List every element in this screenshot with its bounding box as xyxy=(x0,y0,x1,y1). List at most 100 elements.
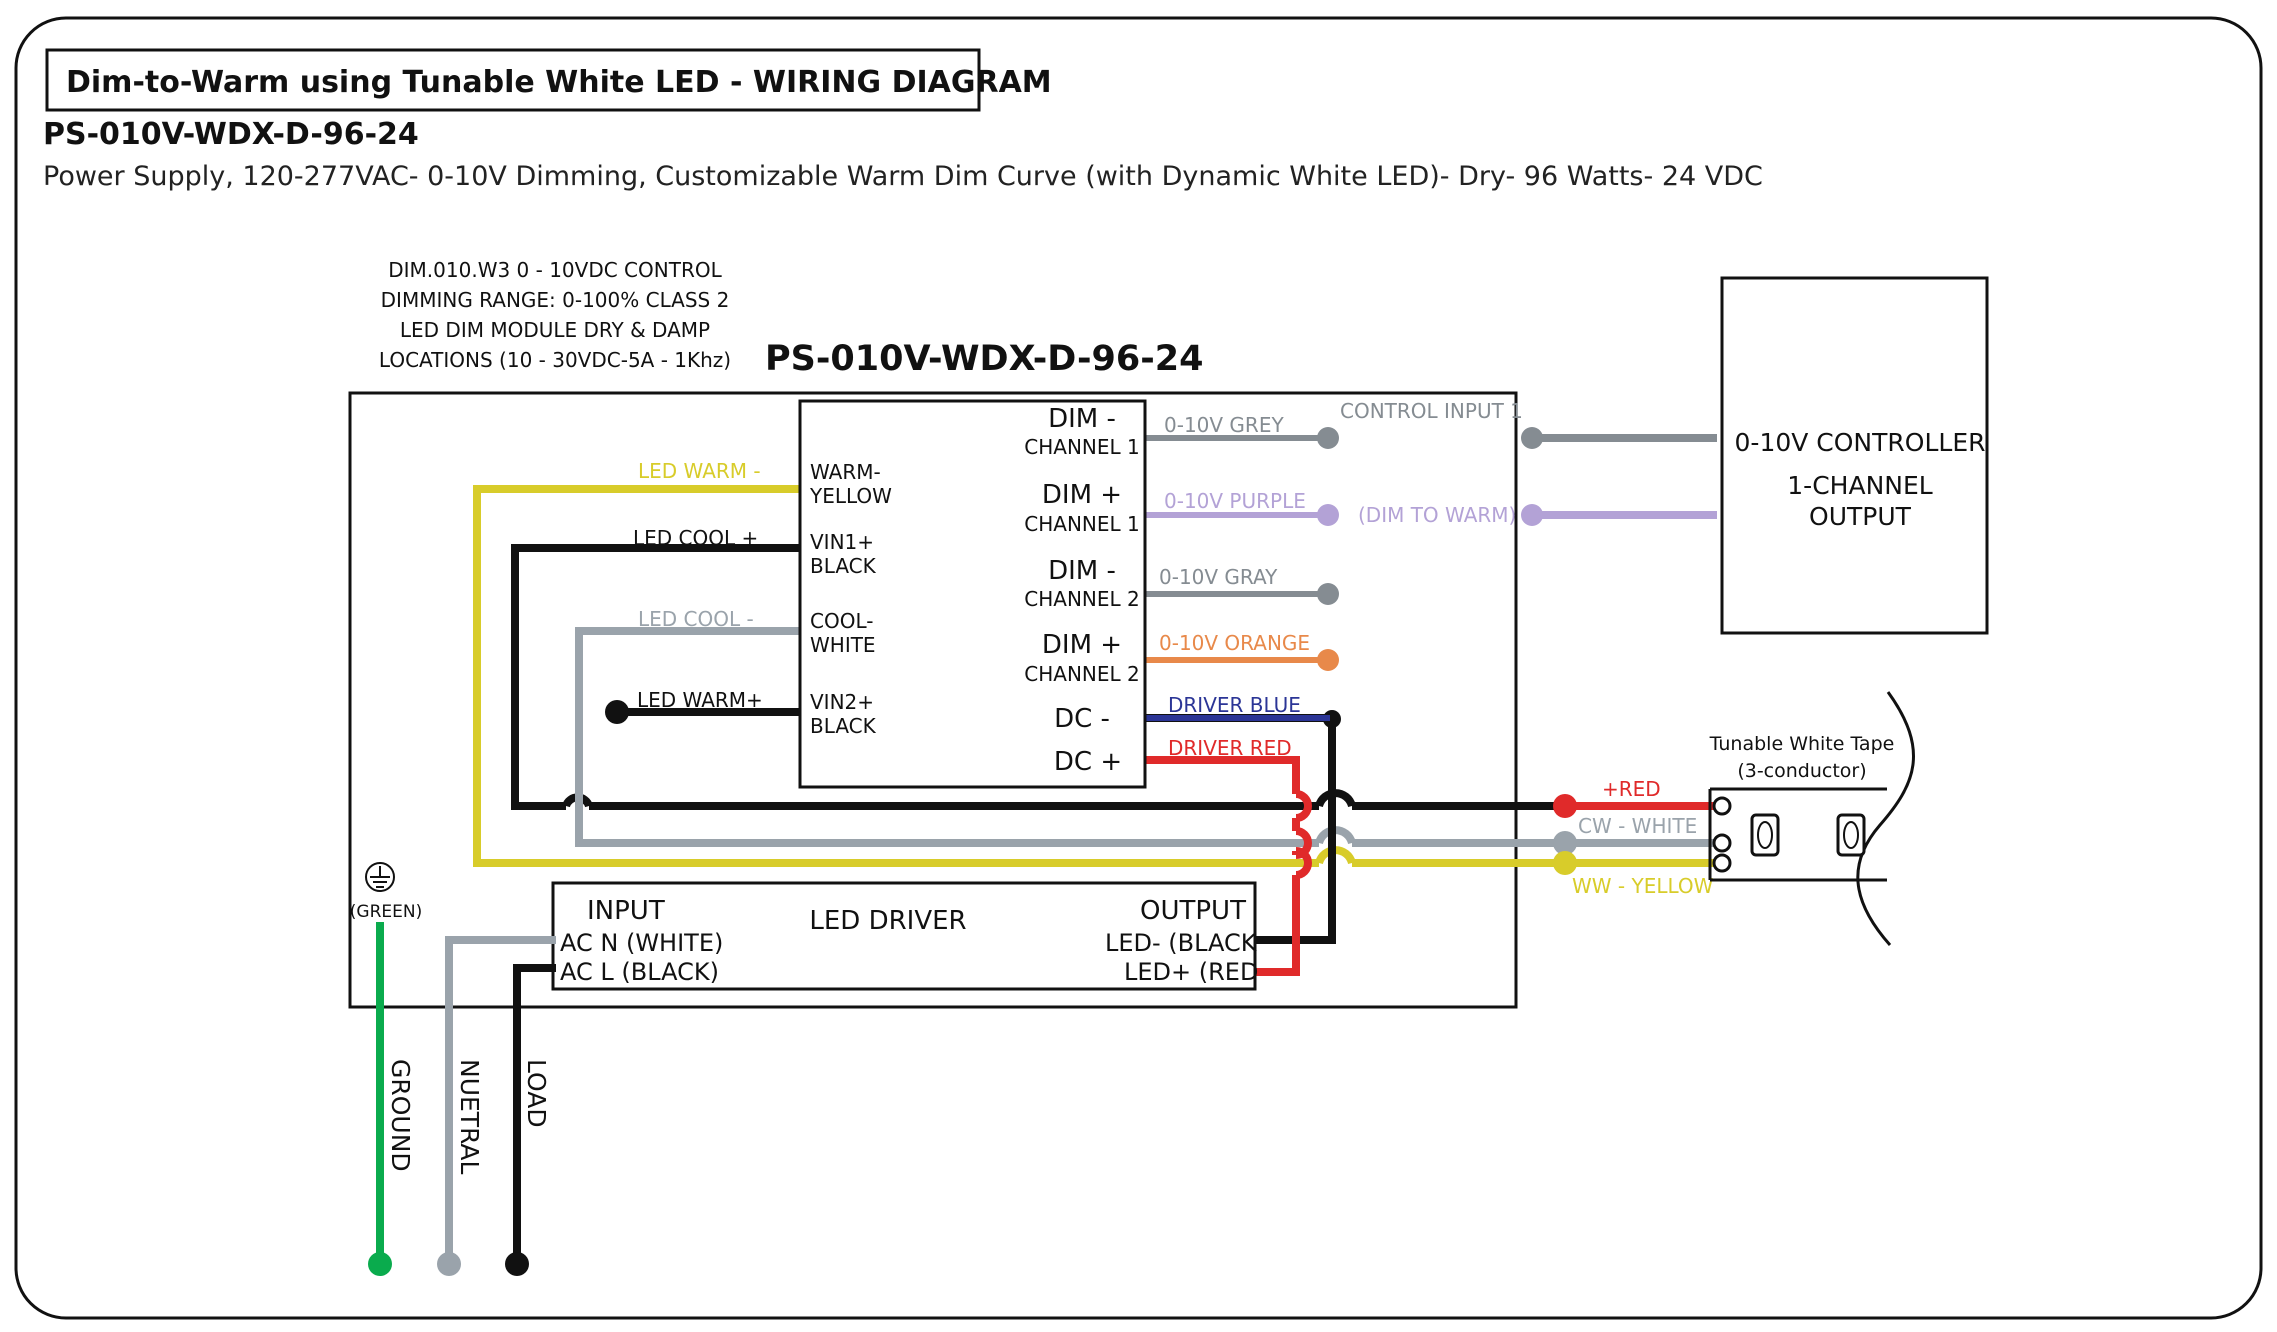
led-chip-icon xyxy=(1843,821,1859,849)
terminal-label: CHANNEL 1 xyxy=(1024,512,1139,536)
load-wire xyxy=(513,964,556,1264)
load-label: LOAD xyxy=(522,1059,551,1128)
terminal-label: CHANNEL 2 xyxy=(1024,587,1139,611)
terminal-label: DIM + xyxy=(1042,480,1122,510)
driver-title: LED DRIVER xyxy=(809,906,966,936)
tape-contact xyxy=(1712,796,1732,816)
driver-output-pos: LED+ (RED xyxy=(1124,958,1258,986)
driver-output-label: OUTPUT xyxy=(1140,896,1246,926)
wire-terminal-dot xyxy=(1317,504,1339,526)
tape-label: (3-conductor) xyxy=(1737,760,1866,782)
terminal-label: COOL- xyxy=(810,609,873,633)
ground-label: GROUND xyxy=(386,1059,415,1172)
module-spec: DIM.010.W3 0 - 10VDC CONTROL DIMMING RAN… xyxy=(379,258,731,372)
led-chip-icon xyxy=(1836,813,1866,857)
module-spec-line: LED DIM MODULE DRY & DAMP xyxy=(400,318,710,342)
red-dc-wire xyxy=(1255,875,1300,976)
gray-wire xyxy=(575,627,1570,847)
controller-line: 0-10V CONTROLLER xyxy=(1735,428,1986,457)
terminal-label: CHANNEL 1 xyxy=(1024,435,1139,459)
wire-label: DRIVER RED xyxy=(1168,736,1292,760)
wire-label: (DIM TO WARM) xyxy=(1358,503,1516,527)
wire-terminal-dot xyxy=(437,1252,461,1276)
terminal-label: CHANNEL 2 xyxy=(1024,662,1139,686)
wire-label: 0-10V GRAY xyxy=(1159,565,1278,589)
diagram-title: Dim-to-Warm using Tunable White LED - WI… xyxy=(66,65,1052,100)
wire-label: 0-10V GREY xyxy=(1164,413,1284,437)
terminal-label: BLACK xyxy=(810,714,877,738)
wire-label: DRIVER BLUE xyxy=(1168,693,1301,717)
wire-label: +RED xyxy=(1602,777,1661,801)
wire-label: CONTROL INPUT 1 xyxy=(1340,399,1523,423)
red-wire-hop xyxy=(1295,790,1312,822)
driver-input-n: AC N (WHITE) xyxy=(560,929,723,957)
wire-terminal-dot xyxy=(505,1252,529,1276)
module-spec-line: LOCATIONS (10 - 30VDC-5A - 1Khz) xyxy=(379,348,731,372)
wire-terminal-dot xyxy=(368,1252,392,1276)
wire-label: CW - WHITE xyxy=(1578,814,1697,838)
ground-icon xyxy=(365,862,395,892)
terminal-label: BLACK xyxy=(810,554,877,578)
wire-terminal-dot xyxy=(1317,583,1339,605)
outer-frame xyxy=(14,16,2263,1320)
wire-terminal-dot xyxy=(1323,710,1341,728)
wire-label: LED WARM - xyxy=(638,459,761,483)
led-chip-icon xyxy=(1757,821,1773,849)
enclosure-title: PS-010V-WDX-D-96-24 xyxy=(765,339,1203,379)
module-right-terminals: DIM - CHANNEL 1 DIM + CHANNEL 1 DIM - CH… xyxy=(1024,404,1139,777)
terminal-label: VIN1+ xyxy=(810,530,874,554)
wire-label: 0-10V PURPLE xyxy=(1164,489,1306,513)
led-driver-box xyxy=(551,881,1257,991)
neutral-wire xyxy=(445,936,556,1264)
terminal-label: VIN2+ xyxy=(810,690,874,714)
controller-line: OUTPUT xyxy=(1809,502,1912,531)
tape-label: Tunable White Tape xyxy=(1709,733,1895,755)
terminal-label: DC - xyxy=(1054,704,1110,734)
wire-terminal-dot xyxy=(1521,427,1543,449)
tape-cut-edge xyxy=(1856,691,1915,946)
terminal-label: DIM + xyxy=(1042,630,1122,660)
controller-line: 1-CHANNEL xyxy=(1787,471,1932,500)
tunable-white-tape: Tunable White Tape (3-conductor) xyxy=(1708,691,1915,946)
wire-label: LED WARM+ xyxy=(637,688,763,712)
driver-output-neg: LED- (BLACK xyxy=(1105,929,1258,957)
red-wire-hop xyxy=(1295,847,1312,879)
terminal-label: DC + xyxy=(1054,747,1122,777)
terminal-label: DIM - xyxy=(1048,556,1116,586)
black-wire xyxy=(511,544,800,810)
wire-label: WW - YELLOW xyxy=(1572,874,1714,898)
terminal-label: WHITE xyxy=(810,633,876,657)
led-chip-icon xyxy=(1750,813,1780,857)
neutral-label: NUETRAL xyxy=(455,1059,484,1175)
dim-module-box xyxy=(798,399,1147,789)
terminal-label: DIM - xyxy=(1048,404,1116,434)
ground-symbol-label: (GREEN) xyxy=(350,902,422,922)
module-left-terminals: WARM- YELLOW VIN1+ BLACK COOL- WHITE VIN… xyxy=(809,460,892,738)
wire-terminal-dot xyxy=(1317,649,1339,671)
driver-input-label: INPUT xyxy=(587,896,665,926)
yellow-wire xyxy=(473,485,1570,867)
power-supply-enclosure xyxy=(348,391,1518,1009)
terminal-label: YELLOW xyxy=(809,484,892,508)
wire-terminal-dot xyxy=(605,700,629,724)
terminal-label: WARM- xyxy=(810,460,881,484)
tape-contact xyxy=(1712,853,1732,873)
driver-input-l: AC L (BLACK) xyxy=(560,958,719,986)
wire-label: LED COOL - xyxy=(638,607,754,631)
controller-labels: 0-10V CONTROLLER 1-CHANNEL OUTPUT xyxy=(1735,428,1986,531)
module-spec-line: DIM.010.W3 0 - 10VDC CONTROL xyxy=(388,258,722,282)
wire-terminal-dot xyxy=(1553,851,1577,875)
controller-box xyxy=(1720,276,1989,635)
wire-terminal-dot xyxy=(1553,831,1577,855)
model-number: PS-010V-WDX-D-96-24 xyxy=(43,117,419,152)
red-dc-wire xyxy=(1145,756,1300,794)
wire-label: 0-10V ORANGE xyxy=(1159,631,1310,655)
wire-terminal-dot xyxy=(1317,427,1339,449)
wire-label: LED COOL + xyxy=(633,526,758,550)
product-description: Power Supply, 120-277VAC- 0-10V Dimming,… xyxy=(43,161,1763,192)
wire-terminal-dot xyxy=(1521,504,1543,526)
title-box xyxy=(45,48,981,112)
module-spec-line: DIMMING RANGE: 0-100% CLASS 2 xyxy=(381,288,730,312)
tape-contact xyxy=(1712,833,1732,853)
